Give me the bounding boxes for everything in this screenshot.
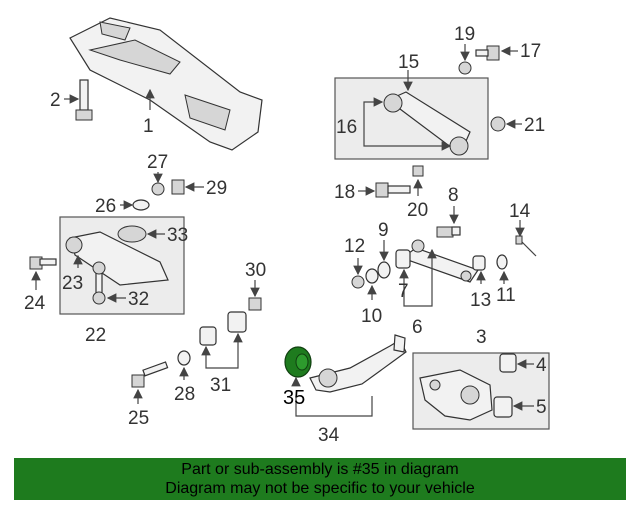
label-4: 4 [536,355,547,376]
pin-14[interactable] [515,235,537,257]
bushing-31[interactable] [199,311,247,346]
nut-19[interactable] [458,61,472,75]
info-banner: Part or sub-assembly is #35 in diagram D… [14,458,626,500]
bushing-13[interactable] [472,255,486,271]
label-34: 34 [318,425,340,446]
label-2: 2 [50,90,61,111]
bolt-25[interactable] [131,361,169,388]
label-6: 6 [412,317,423,338]
label-18: 18 [334,182,355,203]
washer-20[interactable] [412,165,424,177]
label-20: 20 [407,200,428,221]
label-15: 15 [398,52,419,73]
label-29: 29 [206,178,227,199]
bushing-5[interactable] [493,396,513,418]
knuckle[interactable] [419,369,493,421]
bushing-4[interactable] [499,353,517,373]
label-16: 16 [336,117,357,138]
bushing-29[interactable] [171,179,185,195]
label-28: 28 [174,384,195,405]
banner-line-1: Part or sub-assembly is #35 in diagram [181,461,459,478]
label-32: 32 [128,289,149,310]
label-13: 13 [470,290,491,311]
label-26: 26 [95,196,116,217]
label-12: 12 [344,236,365,257]
washer-26[interactable] [132,199,150,211]
bushing-35[interactable] [284,346,312,378]
label-27: 27 [147,152,168,173]
label-5: 5 [536,397,547,418]
label-9: 9 [378,220,389,241]
lower-arm[interactable] [65,225,169,286]
nut-30[interactable] [248,297,262,311]
nut-27[interactable] [151,182,165,196]
label-3: 3 [476,327,487,348]
label-23: 23 [62,273,83,294]
label-10: 10 [361,306,382,327]
label-7: 7 [398,281,409,302]
washer-9[interactable] [377,261,391,279]
label-24: 24 [24,293,46,314]
label-11: 11 [496,285,516,306]
nut-21[interactable] [490,116,506,132]
washer-28[interactable] [177,350,191,366]
label-25: 25 [128,408,149,429]
label-30: 30 [245,260,266,281]
bolt-17[interactable] [475,45,500,61]
label-14: 14 [509,201,531,222]
label-21: 21 [524,115,545,136]
label-1: 1 [143,116,154,137]
label-35: 35 [283,387,305,409]
bolt-24[interactable] [29,256,57,270]
bolt-8[interactable] [436,226,461,238]
label-31: 31 [210,375,231,396]
label-33: 33 [167,225,188,246]
label-19: 19 [454,24,475,45]
washer-10[interactable] [365,268,379,284]
link-32[interactable] [92,261,106,305]
label-17: 17 [520,41,541,62]
trailing-arm-34[interactable] [309,334,407,393]
parts-diagram: 1 2 3 4 5 6 7 8 9 10 11 12 13 14 15 16 1… [24,17,550,446]
banner-line-2: Diagram may not be specific to your vehi… [165,480,475,497]
label-22: 22 [85,325,106,346]
rear-arm-6[interactable] [395,239,479,283]
nut-12[interactable] [351,275,365,289]
washer-11[interactable] [496,254,508,270]
label-8: 8 [448,185,459,206]
bolt-18[interactable] [375,182,411,198]
crossmember[interactable] [69,17,263,151]
bolt-2[interactable] [75,79,93,121]
